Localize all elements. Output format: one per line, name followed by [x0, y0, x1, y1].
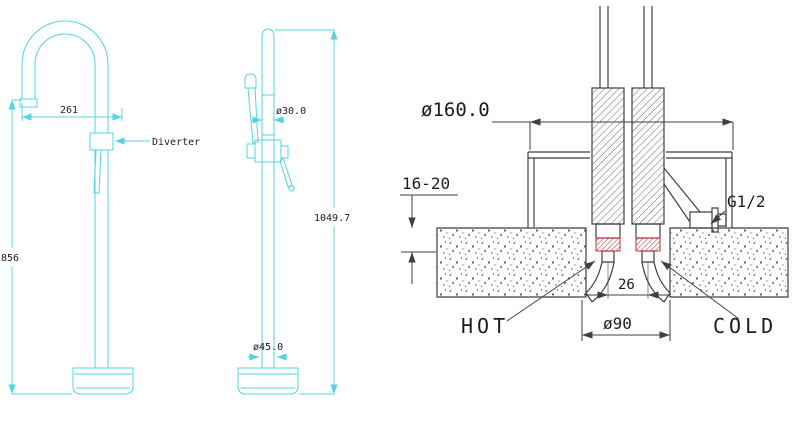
- handshower-head: [244, 73, 257, 89]
- outlet-diagonal-pipe: [663, 167, 701, 223]
- column-joint-lines: [262, 94, 274, 136]
- riser-column-side: [261, 38, 275, 368]
- supply-pipes-top: [599, 6, 653, 88]
- spout-nozzle: [19, 98, 38, 108]
- riser-column: [94, 150, 109, 368]
- floor-base: [72, 367, 134, 395]
- floor-base-side: [237, 367, 299, 395]
- dim-856-extensions: [12, 99, 72, 395]
- section-view-body: [436, 6, 789, 303]
- section-view-dimensions: [400, 118, 740, 341]
- cover-plate-sides: [527, 152, 733, 228]
- inlet-tail-hot: [601, 250, 615, 263]
- thread-mark-cold: [635, 237, 661, 252]
- fitting-right-stub: [280, 145, 289, 159]
- dim-160-extensions: [529, 122, 734, 150]
- dim-26-text: 26: [618, 277, 635, 293]
- inlet-tail-cold: [641, 250, 655, 263]
- cover-plate-inner-walls: [533, 158, 727, 227]
- front-view-faucet: [19, 20, 134, 395]
- gooseneck-spout-inner: [34, 33, 96, 133]
- hose-cold: [641, 261, 671, 303]
- hose-hot: [585, 261, 615, 303]
- cold-leader: [660, 260, 740, 320]
- dim-261-text: 261: [60, 105, 78, 116]
- front-view-dimensions: [8, 99, 150, 395]
- floor-slab-right: [669, 227, 789, 298]
- side-view-dimensions: [248, 29, 338, 395]
- fitting-left-stub: [246, 143, 256, 159]
- dim-30-text: ø30.0: [276, 106, 306, 117]
- cold-label: COLD: [713, 314, 777, 338]
- faucet-body-hatched-left: [591, 87, 625, 225]
- dim-1049-extensions: [275, 29, 334, 395]
- dim-1620-text: 16-20: [402, 174, 450, 193]
- hot-label: HOT: [461, 314, 509, 338]
- inlet-nut-hot: [595, 223, 621, 239]
- lever-ball-end: [288, 185, 295, 192]
- diverter-collar: [89, 132, 114, 151]
- hot-leader: [506, 260, 596, 322]
- dim-856-text: 856: [1, 253, 19, 264]
- dim-45-text: ø45.0: [253, 342, 283, 353]
- side-view-faucet: [237, 28, 299, 395]
- inlet-nut-cold: [635, 223, 661, 239]
- dim-1049-text: 1049.7: [314, 213, 350, 224]
- cover-plate-top: [528, 151, 732, 159]
- faucet-body-hatched-right: [631, 87, 665, 225]
- diverter-label: Diverter: [152, 137, 200, 148]
- handshower-wand: [247, 87, 259, 144]
- floor-base-side-detail: [239, 373, 297, 389]
- lever-handle-side: [279, 157, 293, 188]
- dim-90-text: ø90: [603, 314, 632, 333]
- cross-fitting: [254, 139, 282, 163]
- thread-mark-hot: [595, 237, 621, 252]
- column-top-cap: [261, 28, 275, 39]
- floor-slab-left: [436, 227, 587, 298]
- thread-size-text: G1/2: [727, 192, 766, 211]
- gooseneck-spout-outer: [21, 20, 109, 133]
- dim-160-text: ø160.0: [421, 99, 490, 121]
- inlet-thread-marks: [595, 237, 661, 252]
- thread-leader: [710, 210, 726, 225]
- floor-base-detail: [74, 373, 132, 389]
